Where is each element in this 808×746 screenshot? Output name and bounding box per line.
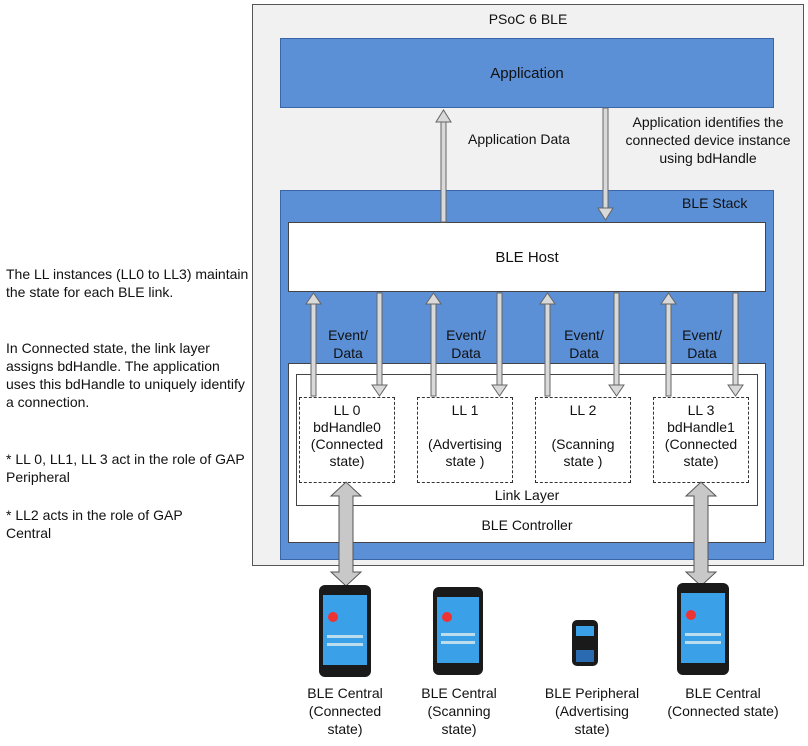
side-note-ll-instances: The LL instances (LL0 to LL3) maintain t…: [6, 266, 249, 300]
side-note-peripheral: * LL 0, LL1, LL 3 act in the role of GAP…: [6, 451, 245, 485]
event-arrows: [305, 292, 744, 397]
app-identifies-label: Application identifies the connected dev…: [608, 113, 808, 167]
device-label-3: BLE Central(Connected state): [667, 685, 779, 719]
ble-host-label: BLE Host: [495, 248, 559, 266]
side-note-bdhandle: In Connected state, the link layer assig…: [6, 340, 245, 410]
event-data-label-1: Event/Data: [446, 327, 486, 361]
psoc6-ble-title: PSoC 6 BLE: [488, 11, 568, 27]
connection-arrow-right: [684, 481, 718, 587]
phone-icon: [319, 585, 371, 677]
ble-controller-label: BLE Controller: [481, 517, 573, 533]
phone-icon: [677, 583, 729, 675]
event-data-label-2: Event/Data: [564, 327, 604, 361]
wearable-icon: [572, 620, 598, 666]
connection-arrow-left: [329, 481, 363, 587]
application-label: Application: [490, 64, 564, 82]
app-identifies-line: Application identifies the: [632, 114, 784, 130]
link-layer-label: Link Layer: [494, 487, 560, 503]
app-data-arrow: [435, 109, 452, 223]
app-identifies-line: connected device instance: [625, 132, 791, 148]
ble-stack-label: BLE Stack: [682, 195, 748, 211]
side-note-central: * LL2 acts in the role of GAP Central: [6, 507, 183, 541]
event-data-label-3: Event/Data: [682, 327, 722, 361]
app-identifies-line: using bdHandle: [659, 150, 757, 166]
event-data-label-0: Event/Data: [328, 327, 368, 361]
phone-icon: [433, 587, 483, 675]
ble-host-block: BLE Host: [288, 222, 766, 292]
identifies-arrow: [597, 107, 614, 221]
application-data-label: Application Data: [468, 131, 570, 147]
application-block: Application: [280, 38, 774, 108]
